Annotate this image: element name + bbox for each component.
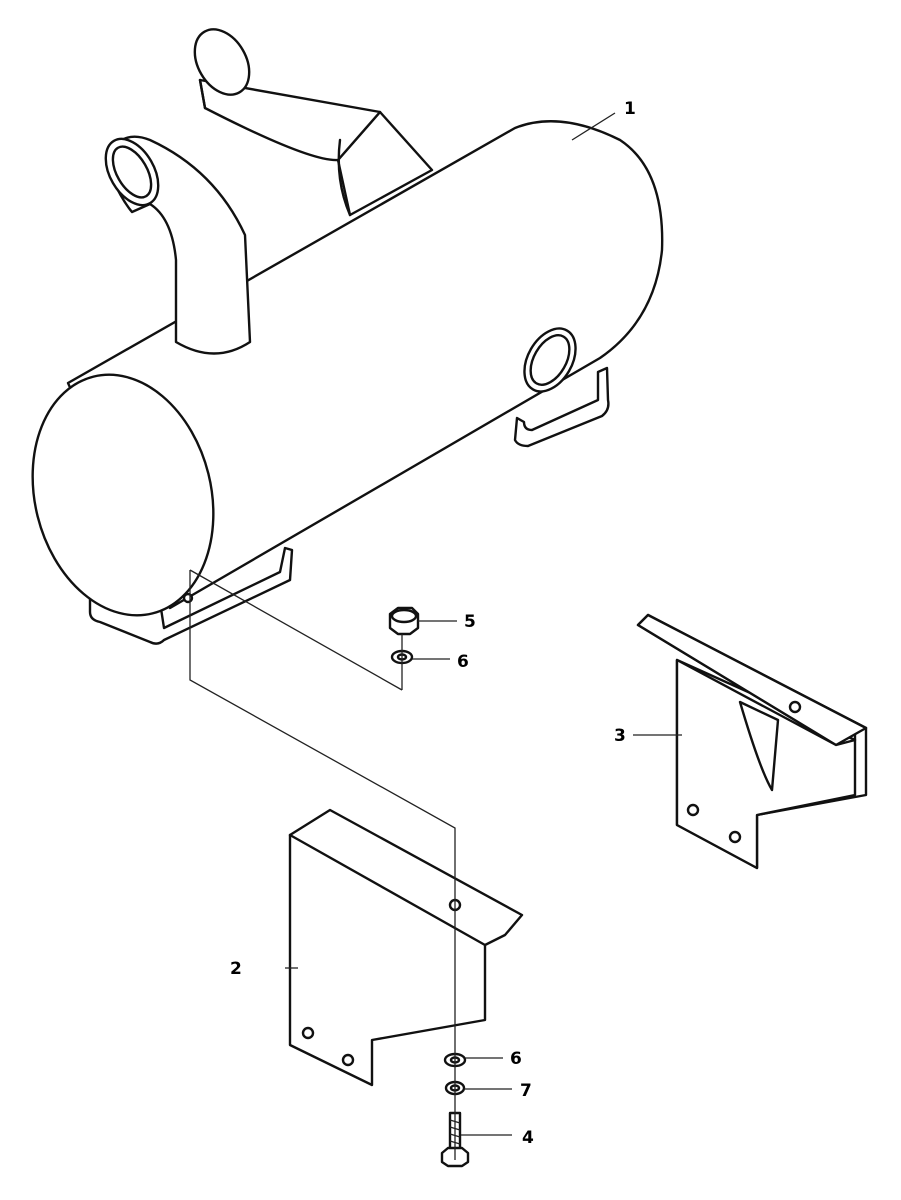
nut-part-5 xyxy=(388,606,420,636)
muffler-body xyxy=(31,120,664,617)
muffler-front-bracket xyxy=(88,546,294,645)
leader-lines xyxy=(285,112,682,1136)
bracket-part-2 xyxy=(288,808,524,1087)
muffler-rear-bracket xyxy=(513,366,610,448)
tailpipe-upper xyxy=(193,28,434,217)
callout-6-upper: 6 xyxy=(457,652,469,672)
inlet-elbow-pipe xyxy=(104,135,252,355)
callout-7: 7 xyxy=(520,1081,532,1101)
callout-3: 3 xyxy=(614,726,626,746)
muffler-bolt-hole xyxy=(182,592,194,604)
callout-4: 4 xyxy=(522,1128,534,1148)
bracket-part-3 xyxy=(636,613,868,870)
callout-2: 2 xyxy=(230,959,242,979)
callout-6-lower: 6 xyxy=(510,1049,522,1069)
muffler-assembly xyxy=(31,28,664,645)
callout-5: 5 xyxy=(464,612,476,632)
assembly-lines xyxy=(189,569,456,1160)
callout-1: 1 xyxy=(624,99,636,119)
